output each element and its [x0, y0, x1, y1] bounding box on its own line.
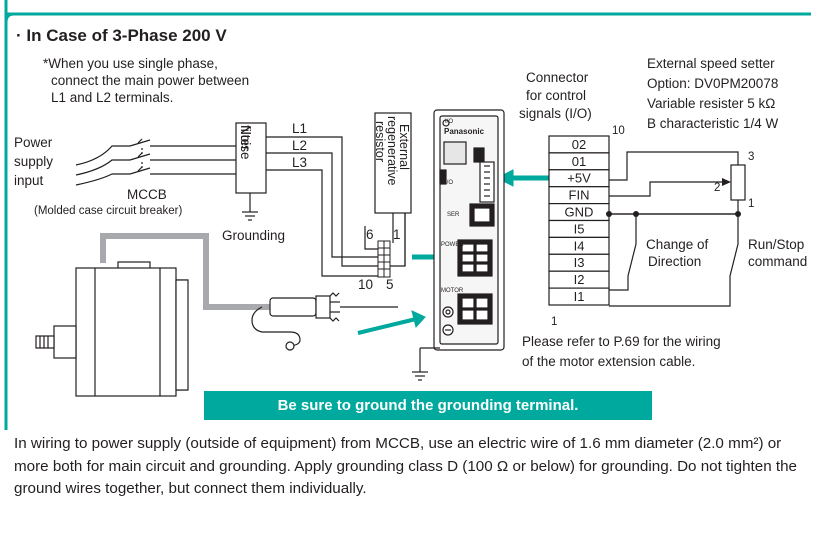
power-input-wires	[75, 145, 130, 186]
ground-lead	[251, 306, 301, 347]
run-stop-label-1: Run/Stop	[748, 237, 805, 252]
io-pin-label: I2	[574, 272, 585, 287]
power-terminal-block	[377, 240, 391, 278]
svg-text:MOTOR: MOTOR	[441, 288, 464, 294]
connector-pin-1: 1	[551, 316, 558, 328]
gnd-junction	[633, 211, 639, 217]
line-l1-label: L1	[292, 121, 308, 136]
noise-filter-label-2: filter	[238, 125, 253, 151]
connector-label-2: for control	[526, 88, 587, 103]
speed-setter-resistance: Variable resister 5 kΩ	[647, 96, 776, 111]
mccb-sublabel: (Molded case circuit breaker)	[34, 205, 183, 217]
svg-text:I/O: I/O	[445, 180, 453, 186]
io-pin-label: 01	[572, 154, 586, 169]
grounding-label: Grounding	[222, 228, 286, 243]
svg-text:I/O: I/O	[445, 119, 453, 125]
direction-switch-label-2: Direction	[648, 254, 702, 269]
driver-labels: Panasonic I/O SER POWER MOTOR I/O	[441, 119, 485, 294]
regen-resistor-label-3: resistor	[373, 121, 387, 162]
regenerative-resistor-box	[374, 112, 412, 214]
io-pin-label: I1	[574, 289, 585, 304]
io-pin-cell	[548, 287, 610, 306]
speed-setter-characteristic: B characteristic 1/4 W	[647, 116, 779, 131]
svg-text:POWER: POWER	[441, 242, 464, 248]
refer-note-2: of the motor extension cable.	[522, 354, 696, 369]
gnd-junction	[606, 211, 612, 217]
power-supply-label-2: supply	[14, 154, 54, 169]
section-title: · In Case of 3-Phase 200 V	[16, 26, 227, 45]
driver-unit	[433, 109, 505, 351]
motor-cable	[100, 233, 270, 310]
line-l3-label: L3	[292, 155, 308, 170]
terminal-number-6: 6	[366, 227, 374, 242]
speed-setter-option: Option: DV0PM20078	[647, 76, 779, 91]
speed-setter-title: External speed setter	[647, 56, 775, 71]
direction-switch-label-1: Change of	[646, 237, 709, 252]
mccb-label: MCCB	[127, 187, 167, 202]
motor-drawing	[35, 261, 189, 397]
single-phase-note-line1: *When you use single phase,	[43, 56, 218, 71]
terminal-number-5: 5	[386, 277, 394, 292]
io-pin-label: I3	[574, 255, 585, 270]
pot-terminal-1: 1	[748, 198, 755, 210]
gnd-junction	[735, 211, 741, 217]
ground-symbol-driver	[412, 371, 428, 381]
potentiometer	[730, 164, 746, 201]
ground-warning-banner: Be sure to ground the grounding terminal…	[204, 391, 652, 420]
motor-cable-plug	[269, 292, 398, 322]
refer-note-1: Please refer to P.69 for the wiring	[522, 334, 721, 349]
io-pin-label: FIN	[569, 188, 590, 203]
io-pin-label: I5	[574, 221, 585, 236]
io-pin-label: GND	[565, 205, 594, 220]
run-stop-label-2: command	[748, 254, 808, 269]
pot-terminal-3: 3	[748, 151, 755, 163]
io-pin-label: +5V	[567, 171, 591, 186]
connector-label-3: signals (I/O)	[519, 106, 592, 121]
pot-wiper-arrow	[722, 178, 731, 186]
mccb-breaker	[129, 138, 236, 175]
connector-label-1: Connector	[526, 70, 589, 85]
single-phase-note-line2: connect the main power between	[51, 73, 250, 88]
io-pin-label: I4	[574, 238, 585, 253]
noise-filter-box	[235, 122, 267, 194]
ring-terminal	[285, 341, 295, 351]
power-supply-label-3: input	[14, 173, 44, 188]
svg-text:SER: SER	[447, 212, 460, 218]
power-supply-label-1: Power	[14, 135, 53, 150]
terminal-number-10: 10	[358, 277, 374, 292]
connector-pin-10: 10	[612, 125, 625, 137]
svg-text:Panasonic: Panasonic	[444, 127, 485, 136]
io-pin-label: 02	[572, 137, 586, 152]
ground-symbol-filter	[242, 211, 258, 221]
single-phase-note-line3: L1 and L2 terminals.	[51, 90, 174, 105]
wiring-instructions: In wiring to power supply (outside of eq…	[14, 435, 797, 497]
speed-setter-wiring	[609, 151, 739, 307]
terminal-number-1: 1	[393, 227, 401, 242]
pot-terminal-2: 2	[714, 182, 721, 194]
line-l2-label: L2	[292, 138, 308, 153]
mains-lines	[266, 136, 406, 277]
